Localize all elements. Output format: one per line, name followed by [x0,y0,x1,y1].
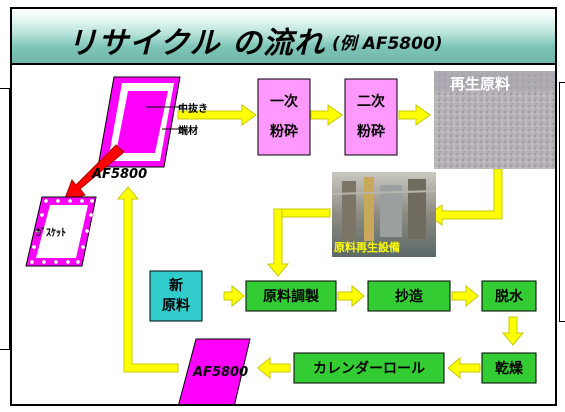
equipment-label: 原料再生設備 [334,241,400,254]
prep-label: 原料調製 [263,289,319,305]
secondary-label: 二次 粉砕 [345,79,397,155]
arrow-dry-to-calender [447,356,481,380]
papermaking-box [367,280,451,312]
primary-label-line1: 一次 [270,94,298,110]
primary-label-line2: 粉砕 [270,124,298,140]
arrow-product-to-sheet [116,186,179,373]
papermaking-label: 抄造 [395,289,423,305]
dry-box [481,352,537,384]
arrow-prep-to-papermaking [337,284,365,308]
dewater-label: 脱水 [495,289,523,305]
secondary-label-line1: 二次 [357,94,385,110]
new-material-box [149,270,203,322]
recycled-material-label: 再生原料 [450,75,511,93]
flow-graphics [25,71,555,404]
callout-inner-label: 中抜き [178,104,208,115]
product-shape [178,338,251,404]
arrow-dewater-to-dry [501,316,525,346]
right-bracket [559,82,565,322]
callout-outer-label: 端材 [178,126,198,137]
title-sub: (例 AF5800) [332,34,443,54]
primary-box [257,78,311,156]
arrow-equipment-to-prep [266,208,330,277]
secondary-label-line2: 粉砕 [357,124,385,140]
title-main: リサイクル の流れ [67,26,325,61]
new-material-line2: 原料 [162,298,190,314]
arrow-new-to-prep [223,284,245,308]
equipment-photo [331,172,437,257]
arrow-primary-to-secondary [310,104,343,126]
slide: リサイクル の流れ (例 AF5800) [10,7,557,406]
arrow-sheet-to-primary [177,104,257,126]
arrow-recycled-to-equipment [427,168,503,226]
top-sheet-label: AF5800 [92,167,148,182]
primary-label: 一次 粉砕 [258,79,310,155]
title-bar: リサイクル の流れ (例 AF5800) [12,9,555,65]
gasket-shape [25,196,97,267]
calender-box [293,352,445,384]
arrow-secondary-to-recycled [398,104,431,126]
calender-label: カレンダーロール [313,361,425,377]
arrow-calender-to-product [257,356,291,380]
top-sheet-shape [97,76,184,168]
new-material-label: 新 原料 [150,271,202,321]
arrow-papermaking-to-dewater [451,284,479,308]
gasket-label: ｶﾞｽｹｯﾄ [36,228,66,239]
prep-box [245,280,337,312]
product-label: AF5800 [193,365,249,380]
left-bracket [0,88,10,350]
new-material-line1: 新 [169,278,183,294]
dewater-box [481,280,537,312]
dry-label: 乾燥 [495,361,523,377]
secondary-box [344,78,398,156]
